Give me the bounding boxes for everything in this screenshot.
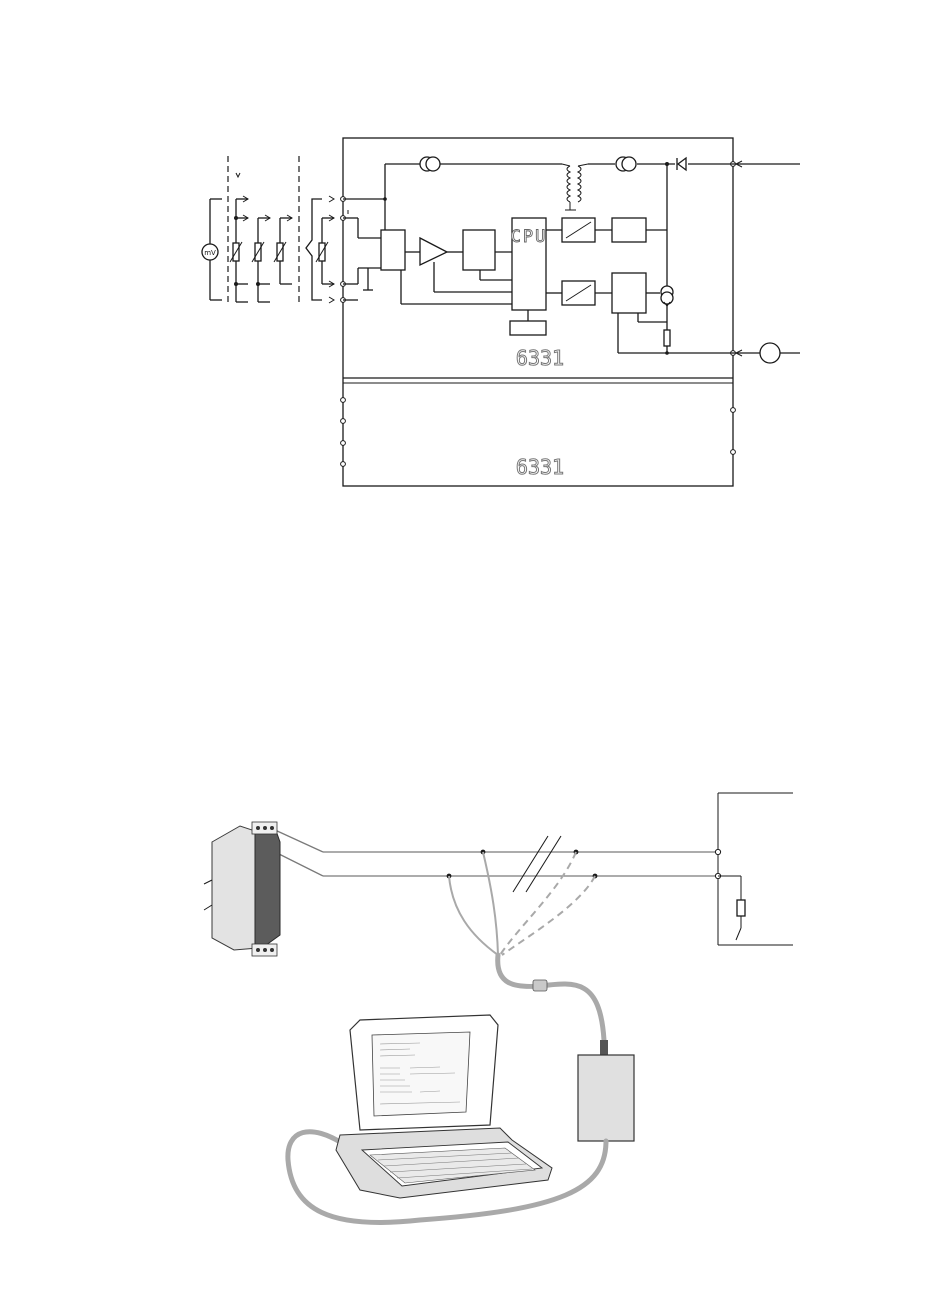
load-resistor-icon: [737, 900, 745, 916]
transformer-icon: [562, 164, 588, 210]
hart-modem-icon: [578, 1040, 634, 1141]
current-source-icon: [420, 157, 440, 171]
output-current-source-icon: [661, 286, 673, 306]
cpu-label: CPU: [511, 227, 548, 247]
current-source-icon: [616, 157, 636, 171]
hart-cable: [498, 955, 604, 1040]
output-load-icon: [760, 343, 780, 363]
internal-wiring: CPU: [343, 157, 800, 363]
input-terminals: [341, 162, 736, 467]
transmitter-device-icon: [204, 822, 280, 956]
module-label-bottom: 6331: [516, 455, 564, 479]
output-driver-block: [612, 273, 646, 313]
power-supply-block: [612, 218, 646, 242]
module-outline: [343, 138, 733, 486]
laptop-icon: [336, 1015, 552, 1198]
power-supply-loop: [715, 793, 793, 945]
multiplexer-block: [381, 230, 405, 270]
memory-block: [510, 321, 546, 335]
shunt-resistor-icon: [664, 330, 670, 346]
connection-illustration: [204, 793, 793, 1223]
amplifier-icon: [420, 238, 447, 265]
block-diagram: mV: [202, 138, 800, 486]
mv-source-label: mV: [204, 249, 216, 257]
diode-icon: [678, 158, 686, 170]
adc-block: [463, 230, 495, 270]
module-label-top: 6331: [516, 346, 564, 370]
input-section: mV: [202, 156, 334, 305]
